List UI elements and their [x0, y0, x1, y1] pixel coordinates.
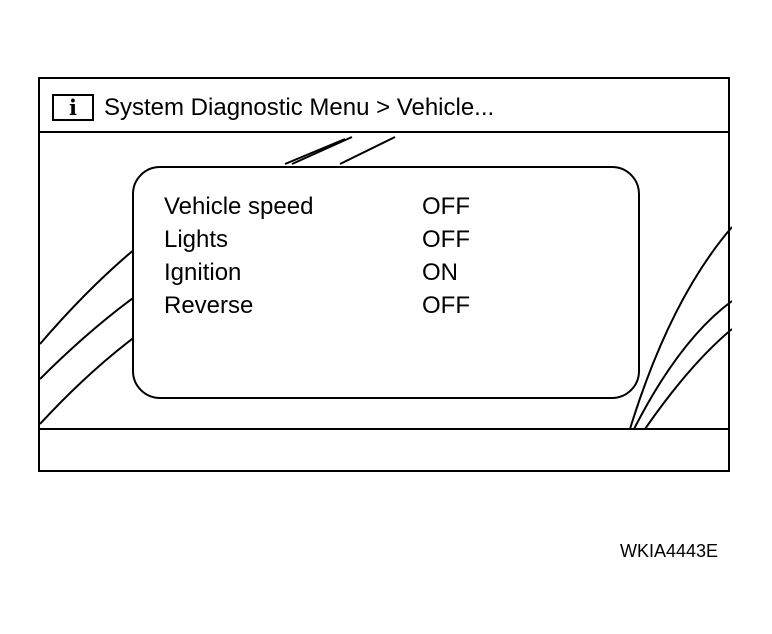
status-label: Ignition — [164, 259, 242, 286]
status-value: OFF — [422, 193, 470, 220]
status-value: ON — [422, 259, 458, 286]
status-value: OFF — [422, 292, 470, 319]
display-screen: i System Diagnostic Menu > Vehicle... Ve… — [38, 77, 732, 472]
breadcrumb-title: System Diagnostic Menu > Vehicle... — [104, 94, 495, 121]
vehicle-status-panel: Vehicle speed OFF Lights OFF Ignition ON… — [132, 166, 640, 399]
status-label: Vehicle speed — [164, 193, 314, 220]
background-road-lines — [40, 136, 732, 430]
status-label: Reverse — [164, 292, 254, 319]
status-value: OFF — [422, 226, 470, 253]
bottom-status-bar — [40, 428, 728, 470]
status-label: Lights — [164, 226, 229, 253]
figure-id: WKIA4443E — [620, 541, 719, 561]
title-bar: i System Diagnostic Menu > Vehicle... — [40, 79, 728, 133]
info-icon[interactable]: i — [52, 94, 94, 121]
